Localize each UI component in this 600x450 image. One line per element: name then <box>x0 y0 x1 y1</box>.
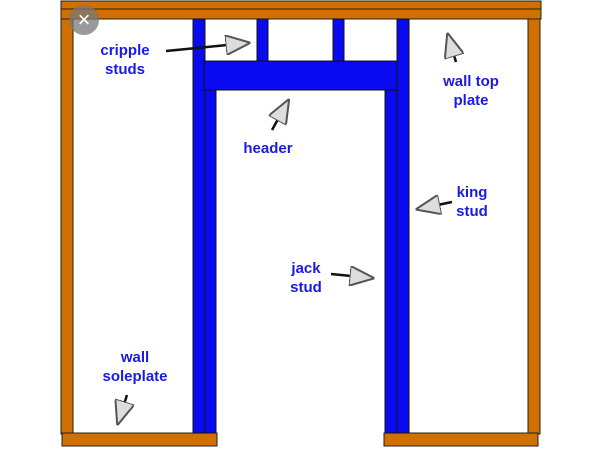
arrow-jack-stud <box>330 274 372 278</box>
label-cripple-studs: cripple studs <box>100 41 149 79</box>
right-end-stud <box>527 18 541 435</box>
arrow-wall-soleplate <box>118 394 127 423</box>
arrow-wall-top-plate <box>448 35 456 63</box>
label-header: header <box>243 140 293 157</box>
label-line: plate <box>453 92 489 109</box>
label-line: wall <box>120 349 150 366</box>
header-beam <box>203 60 398 91</box>
label-line: jack <box>291 260 321 277</box>
cripple-stud-right <box>332 18 345 62</box>
arrow-king-stud <box>418 202 453 209</box>
left-end-stud <box>60 18 74 435</box>
label-line: wall top <box>443 73 499 90</box>
left-king-stud <box>192 18 206 434</box>
label-line: cripple <box>100 42 150 59</box>
label-line: studs <box>104 61 145 78</box>
right-soleplate <box>383 432 539 447</box>
cripple-stud-left <box>256 18 269 62</box>
label-line: king <box>456 184 488 201</box>
right-king-stud <box>396 18 410 434</box>
arrow-header <box>272 101 288 131</box>
left-soleplate <box>61 432 218 447</box>
label-wall-top-plate: wall top plate <box>443 72 499 110</box>
top-plate-upper <box>60 0 542 10</box>
label-line: stud <box>290 279 322 296</box>
label-jack-stud: jack stud <box>290 259 322 297</box>
arrow-cripple-studs <box>165 43 248 51</box>
left-jack-stud <box>204 89 217 434</box>
label-line: stud <box>456 203 488 220</box>
close-icon[interactable]: × <box>69 5 99 35</box>
label-king-stud: king stud <box>456 183 488 221</box>
label-line: soleplate <box>102 368 168 385</box>
label-wall-soleplate: wall soleplate <box>102 348 167 386</box>
right-jack-stud <box>384 89 398 434</box>
top-plate-lower <box>60 8 542 20</box>
